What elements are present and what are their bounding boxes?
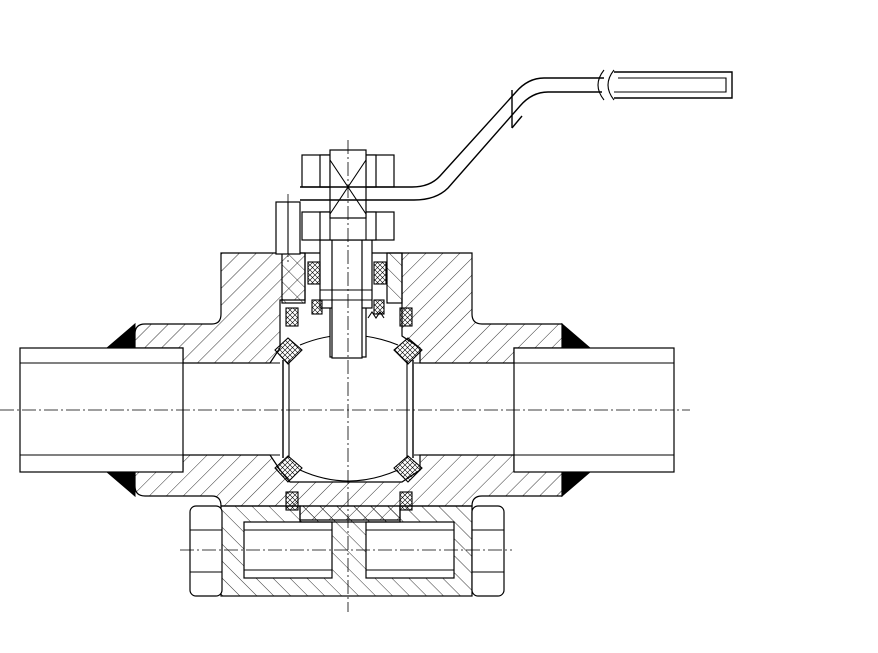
bottom-plug bbox=[189, 505, 505, 597]
valve-body bbox=[134, 252, 563, 521]
bore bbox=[183, 362, 514, 456]
center-lines bbox=[0, 140, 690, 612]
stem-assembly bbox=[281, 237, 403, 359]
weld-fillets bbox=[105, 322, 592, 498]
handle-lever bbox=[300, 69, 733, 201]
seat-seals bbox=[274, 337, 423, 483]
